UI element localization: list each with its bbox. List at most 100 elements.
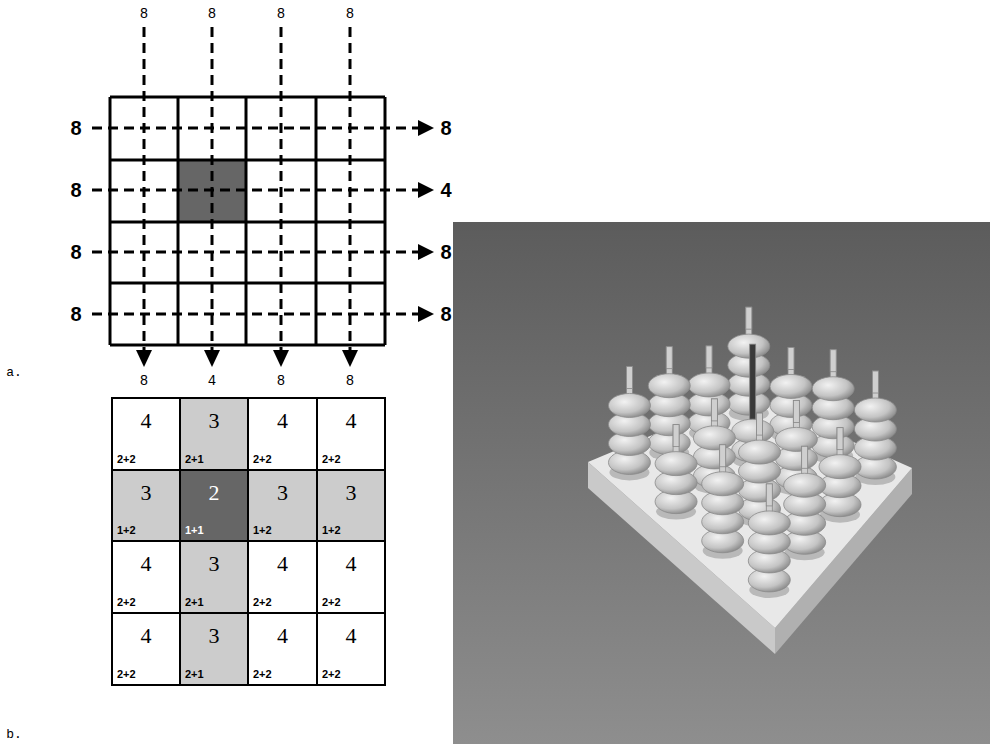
cell-sum: 1+2 bbox=[322, 524, 341, 536]
bead bbox=[854, 398, 896, 422]
bead bbox=[693, 426, 735, 450]
cell-number: 3 bbox=[181, 409, 247, 433]
cell-sum: 1+2 bbox=[253, 524, 272, 536]
cell-number: 4 bbox=[318, 624, 384, 648]
cell-sum: 2+2 bbox=[322, 596, 341, 608]
grid-cell: 42+2 bbox=[247, 397, 318, 471]
peg-rod bbox=[706, 346, 712, 368]
cell-sum: 2+2 bbox=[117, 596, 136, 608]
row-input: 8 bbox=[70, 303, 81, 326]
cell-number: 2 bbox=[181, 481, 247, 505]
bead bbox=[775, 427, 817, 451]
column-output: 8 bbox=[140, 373, 148, 389]
grid-cell: 3 1+2 bbox=[316, 469, 386, 542]
dashed-path bbox=[92, 127, 420, 130]
column-total: 8 bbox=[140, 6, 148, 22]
bead-stack bbox=[748, 484, 790, 598]
cell-number: 4 bbox=[113, 624, 179, 648]
cell-number: 4 bbox=[249, 552, 316, 576]
arrow-head bbox=[204, 350, 220, 367]
dashed-path bbox=[92, 251, 420, 254]
row-input: 8 bbox=[70, 179, 81, 202]
peg-rod bbox=[757, 413, 763, 435]
bead bbox=[819, 455, 861, 479]
grid-cell: 42+2 bbox=[316, 397, 386, 471]
cell-sum: 2+2 bbox=[117, 453, 136, 465]
peg-rod bbox=[626, 366, 632, 388]
grid-cell: 4 2+2 bbox=[247, 612, 318, 686]
grid-cell: 4 2+2 bbox=[111, 540, 181, 614]
row-output: 8 bbox=[440, 303, 451, 326]
grid-cell: 4 2+2 bbox=[247, 540, 318, 614]
peg-rod bbox=[746, 307, 752, 329]
cell-sum: 2+1 bbox=[185, 668, 204, 680]
arrow-head bbox=[136, 350, 152, 367]
bead bbox=[608, 393, 650, 417]
bead bbox=[655, 452, 697, 476]
row-output: 8 bbox=[440, 241, 451, 264]
peg-rod bbox=[666, 347, 672, 369]
panel-label: a. bbox=[6, 365, 22, 380]
column-total: 8 bbox=[208, 6, 216, 22]
bead bbox=[770, 374, 812, 398]
bead-stack bbox=[812, 350, 854, 464]
cell-number: 4 bbox=[249, 624, 316, 648]
bead-stack bbox=[648, 347, 690, 461]
board-top bbox=[588, 395, 912, 628]
bead bbox=[688, 373, 730, 397]
bead bbox=[784, 473, 826, 497]
bead bbox=[739, 440, 781, 464]
bead bbox=[748, 511, 790, 535]
peg-rod bbox=[793, 400, 799, 422]
cell-number: 4 bbox=[113, 552, 179, 576]
bead-stack bbox=[739, 413, 781, 527]
row-input: 8 bbox=[70, 241, 81, 264]
dashed-path bbox=[92, 189, 420, 192]
column-output: 8 bbox=[277, 373, 285, 389]
peg-rod bbox=[837, 428, 843, 450]
bead bbox=[812, 377, 854, 401]
grid-line bbox=[315, 97, 318, 345]
grid-cell: 32+1 bbox=[179, 540, 249, 614]
cell-number: 3 bbox=[249, 481, 316, 505]
cell-number: 3 bbox=[318, 481, 384, 505]
grid-line bbox=[110, 282, 385, 285]
peg-rod bbox=[711, 399, 717, 421]
grid-line bbox=[110, 221, 385, 224]
column-total: 8 bbox=[346, 6, 354, 22]
cell-number: 3 bbox=[113, 481, 179, 505]
cell-number: 4 bbox=[318, 552, 384, 576]
cell-sum: 2+1 bbox=[185, 453, 204, 465]
arrow-head bbox=[418, 244, 434, 260]
cell-sum: 2+2 bbox=[117, 668, 136, 680]
arrow-head bbox=[342, 350, 358, 367]
row-input: 8 bbox=[70, 117, 81, 140]
cell-sum: 2+2 bbox=[253, 668, 272, 680]
arrow-head bbox=[418, 120, 434, 136]
cell-sum: 2+2 bbox=[322, 668, 341, 680]
peg-rod bbox=[802, 446, 808, 468]
bead-stack bbox=[819, 428, 861, 523]
cell-sum: 1+1 bbox=[185, 524, 204, 536]
dashed-path bbox=[280, 27, 283, 350]
peg-rod bbox=[872, 371, 878, 393]
peg-rod bbox=[720, 445, 726, 467]
grid-cell: 4 2+2 bbox=[111, 612, 181, 686]
cell-sum: 2+2 bbox=[253, 596, 272, 608]
grid-cell: 42+2 bbox=[111, 397, 181, 471]
row-output: 4 bbox=[440, 179, 451, 202]
arrow-head bbox=[418, 182, 434, 198]
grid-cell: 4 2+2 bbox=[316, 540, 386, 614]
column-output: 4 bbox=[208, 373, 216, 389]
bead bbox=[702, 472, 744, 496]
cell-number: 3 bbox=[181, 552, 247, 576]
grid-line bbox=[384, 97, 387, 345]
arrow-head bbox=[418, 306, 434, 322]
arrow-head bbox=[273, 350, 289, 367]
cell-sum: 1+2 bbox=[117, 524, 136, 536]
grid-a bbox=[92, 27, 434, 367]
peg-board-photo bbox=[453, 222, 990, 744]
photo-background bbox=[453, 222, 990, 744]
panel-label: b. bbox=[6, 727, 22, 742]
grid-line bbox=[110, 344, 385, 347]
